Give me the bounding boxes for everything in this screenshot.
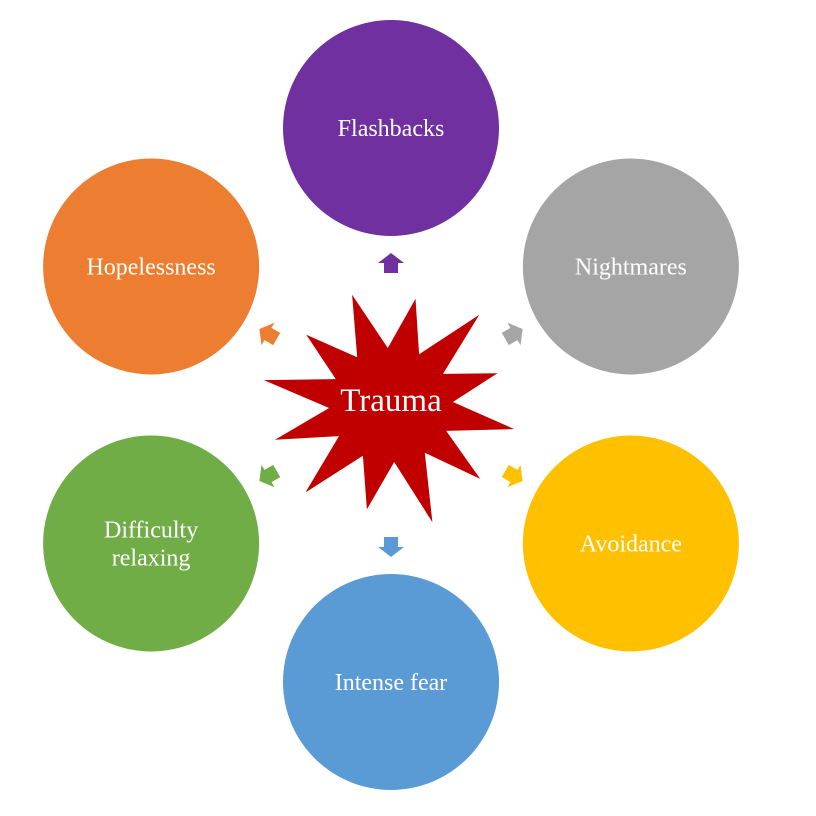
node-label-intense-fear: Intense fear — [335, 670, 448, 696]
arrow-to-difficulty-relaxing — [259, 464, 281, 488]
arrow-group — [259, 253, 523, 557]
arrow-to-flashbacks — [378, 253, 404, 273]
arrow-to-hopelessness — [259, 322, 281, 346]
node-label-difficulty-relaxing-line-1: Difficulty — [104, 518, 198, 544]
node-intense-fear: Intense fear — [283, 574, 499, 790]
node-circle-intense-fear — [283, 574, 499, 790]
arrow-to-avoidance — [501, 464, 523, 488]
arrow-to-nightmares — [501, 322, 523, 346]
trauma-starburst — [263, 294, 515, 523]
node-label-flashbacks: Flashbacks — [338, 116, 445, 142]
node-nightmares: Nightmares — [522, 158, 739, 375]
node-circle-flashbacks — [283, 20, 499, 236]
center-label: Trauma — [340, 383, 442, 419]
node-circle-nightmares — [522, 158, 739, 375]
node-avoidance: Avoidance — [522, 435, 739, 652]
node-label-nightmares: Nightmares — [575, 255, 687, 281]
arrow-to-intense-fear — [378, 537, 404, 557]
node-hopelessness: Hopelessness — [43, 158, 260, 375]
node-label-difficulty-relaxing-line-2: relaxing — [112, 546, 191, 572]
node-circle-difficulty-relaxing — [43, 435, 260, 652]
node-flashbacks: Flashbacks — [283, 20, 499, 236]
node-label-avoidance: Avoidance — [580, 532, 682, 558]
center-group: Trauma — [263, 294, 515, 523]
node-label-hopelessness: Hopelessness — [86, 255, 215, 281]
node-circle-hopelessness — [43, 158, 260, 375]
node-circle-avoidance — [522, 435, 739, 652]
